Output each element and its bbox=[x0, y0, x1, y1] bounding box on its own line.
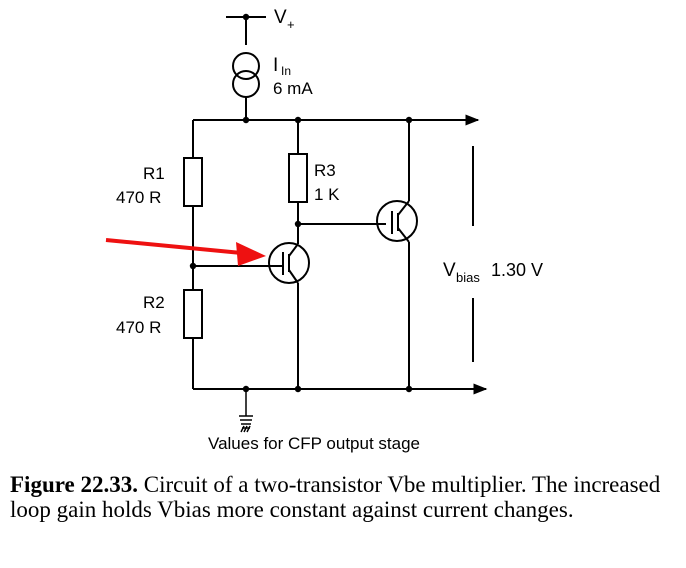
r1-value: 470 R bbox=[116, 188, 161, 207]
bottom-rail-node-dot bbox=[294, 385, 302, 393]
current-source-symbol bbox=[232, 52, 260, 120]
resistor-r1 bbox=[183, 157, 203, 207]
r3-value: 1 K bbox=[314, 185, 340, 204]
figure-caption: Figure 22.33. Circuit of a two-transisto… bbox=[10, 472, 678, 522]
vbias-subscript: bias bbox=[456, 270, 480, 285]
caption-text: Circuit of a two-transistor Vbe multipli… bbox=[10, 472, 661, 522]
transistor-q2 bbox=[376, 120, 418, 389]
r2-name: R2 bbox=[143, 293, 165, 312]
vbias-label: V bbox=[443, 260, 456, 281]
bottom-rail-node-dot bbox=[405, 385, 413, 393]
resistor-r3 bbox=[288, 153, 308, 203]
transistor-q1 bbox=[268, 242, 310, 389]
current-source-subscript: In bbox=[281, 64, 291, 78]
supply-label: V bbox=[274, 7, 287, 28]
ground-icon bbox=[239, 389, 253, 433]
vbias-value: 1.30 V bbox=[491, 260, 543, 280]
r2-value: 470 R bbox=[116, 318, 161, 337]
q1-collector-node-dot bbox=[294, 220, 302, 228]
current-source-label: I bbox=[273, 55, 278, 76]
top-rail bbox=[192, 114, 480, 158]
supply-rail bbox=[226, 16, 266, 45]
annotation-arrow bbox=[105, 238, 266, 266]
supply-node-dot bbox=[242, 13, 250, 21]
footer-note: Values for CFP output stage bbox=[208, 434, 420, 453]
current-source-value: 6 mA bbox=[273, 79, 313, 98]
r3-name: R3 bbox=[314, 161, 336, 180]
resistor-r2 bbox=[183, 289, 203, 339]
supply-subscript: + bbox=[287, 17, 295, 32]
top-rail-node-dot bbox=[242, 116, 250, 124]
r1-name: R1 bbox=[143, 164, 165, 183]
figure-label: Figure 22.33. bbox=[10, 472, 138, 497]
